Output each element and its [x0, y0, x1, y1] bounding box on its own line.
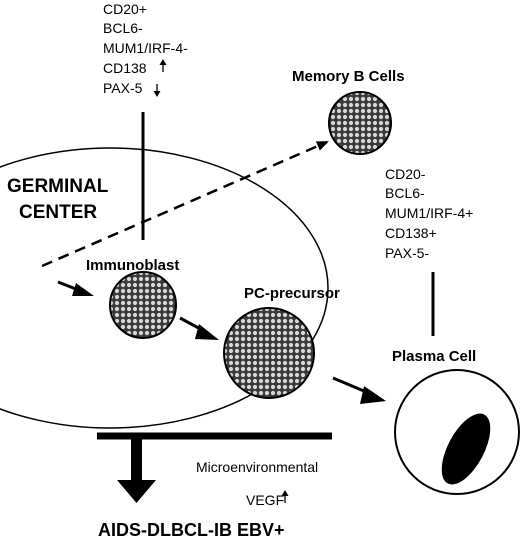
marker-mum1: MUM1/IRF-4- — [103, 40, 188, 56]
memory-differentiation-dashed-arrow — [41, 140, 329, 268]
immunoblast-label: Immunoblast — [86, 257, 179, 274]
marker-cd138: CD138+ — [385, 225, 437, 241]
plasma-cell-nucleus — [441, 413, 491, 485]
plasma-cell-marker-list: CD20- BCL6- MUM1/IRF-4+ CD138+ PAX-5- — [385, 166, 473, 261]
microenvironmental-label: Microenvironmental — [196, 459, 318, 475]
memory-b-cells-label: Memory B Cells — [292, 68, 405, 85]
marker-bcl6: BCL6- — [385, 185, 425, 201]
marker-cd20: CD20- — [385, 166, 426, 182]
marker-pax5: PAX-5 — [103, 80, 143, 96]
germinal-center-outline — [0, 147, 329, 429]
marker-cd138: CD138 — [103, 60, 147, 76]
memory-b-cell — [328, 91, 392, 155]
entry-arrow-icon — [57, 280, 94, 296]
pc-precursor-label: PC-precursor — [244, 285, 340, 302]
plasma-cell-label: Plasma Cell — [392, 348, 476, 365]
precursor-to-plasma-arrow-icon — [332, 376, 386, 404]
marker-cd20: CD20+ — [103, 1, 147, 17]
marker-bcl6: BCL6- — [103, 20, 143, 36]
immunoblast-cell — [109, 271, 177, 339]
immunoblast-to-precursor-arrow-icon — [179, 316, 219, 340]
outcome-down-arrow-icon — [117, 436, 156, 503]
immunoblast-marker-list: CD20+ BCL6- MUM1/IRF-4- CD138 PAX-5 — [103, 1, 188, 96]
vegf-up-arrow-icon — [281, 490, 289, 503]
germinal-center-label-line2: CENTER — [19, 202, 97, 223]
germinal-center-label-line1: GERMINAL — [7, 176, 109, 197]
marker-mum1: MUM1/IRF-4+ — [385, 205, 473, 221]
pax5-down-arrow-icon — [153, 84, 161, 97]
outcome-label: AIDS-DLBCL-IB EBV+ — [98, 520, 285, 540]
vegf-label: VEGF — [246, 492, 284, 508]
marker-pax5: PAX-5- — [385, 245, 429, 261]
cd138-up-arrow-icon — [159, 59, 167, 72]
pc-precursor-cell — [223, 307, 315, 399]
